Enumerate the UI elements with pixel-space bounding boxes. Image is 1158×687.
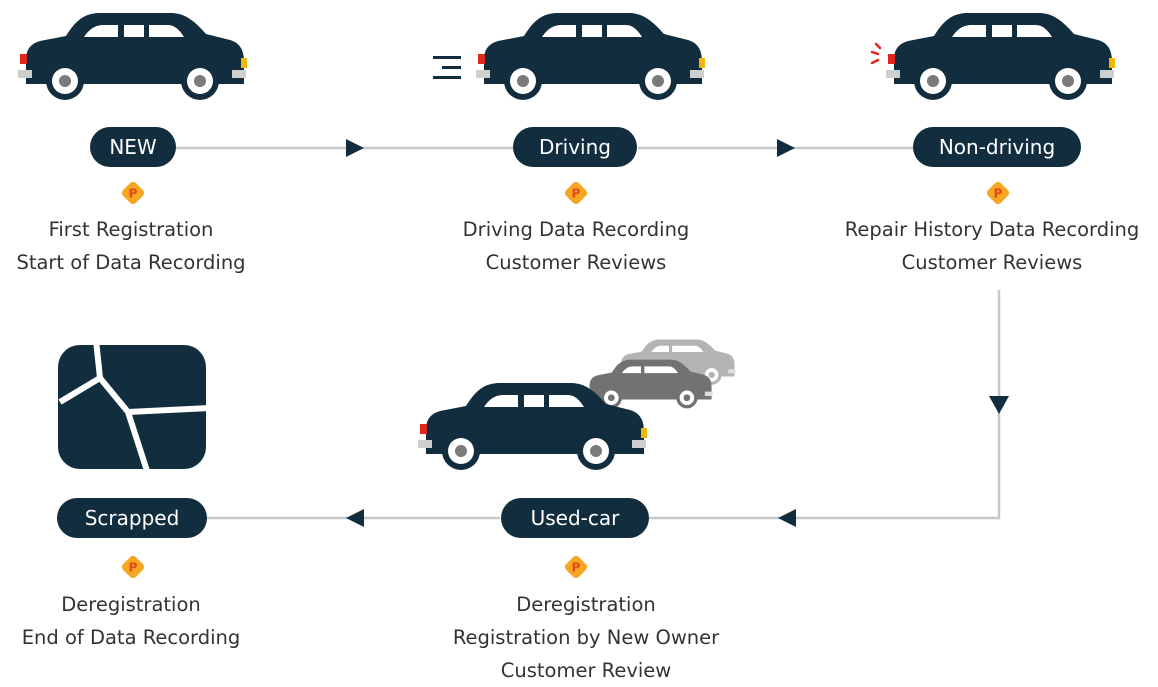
arrow-triangle-icon	[346, 139, 364, 157]
description-line: End of Data Recording	[21, 626, 241, 649]
point-coin-icon: P	[564, 555, 588, 579]
stage-description-driving: Driving Data Recording Customer Reviews	[436, 213, 716, 279]
description-line: Registration by New Owner	[452, 626, 720, 649]
stage-description-new: First Registration Start of Data Recordi…	[0, 213, 262, 279]
flow-arrows	[346, 139, 1009, 527]
stage-pill-driving: Driving	[513, 127, 637, 167]
point-coin-icon: P	[121, 181, 145, 205]
stage-description-scrapped: Deregistration End of Data Recording	[0, 588, 262, 654]
description-line: Driving Data Recording	[462, 218, 690, 241]
stage-description-usedcar: Deregistration Registration by New Owner…	[426, 588, 746, 687]
description-line: Customer Review	[500, 659, 672, 682]
car-icon	[589, 359, 713, 409]
description-line: Deregistration	[61, 593, 201, 616]
stage-pill-usedcar: Used-car	[501, 498, 649, 538]
stage-label: Used-car	[530, 506, 620, 530]
car-icon	[418, 383, 647, 470]
flow-line-nondriving-usedcar	[648, 290, 1001, 520]
car-icon	[18, 13, 247, 100]
scrap-icon	[58, 339, 211, 475]
point-coin-icon: P	[986, 181, 1010, 205]
stage-pill-new: NEW	[90, 127, 176, 167]
warning-flash-icon	[870, 42, 882, 65]
arrow-triangle-icon	[989, 396, 1009, 414]
speed-lines-icon	[433, 56, 461, 79]
svg-text:P: P	[994, 187, 1003, 201]
flow-lines	[175, 146, 1001, 520]
description-line: Repair History Data Recording	[844, 218, 1140, 241]
stage-label: Driving	[539, 135, 611, 159]
stage-label: Non-driving	[938, 135, 1056, 159]
stage-description-nondriving: Repair History Data Recording Customer R…	[826, 213, 1158, 279]
arrow-triangle-icon	[346, 509, 364, 527]
stage-label: Scrapped	[84, 506, 180, 530]
stage-label: NEW	[109, 135, 157, 159]
point-coin-icon: P	[121, 555, 145, 579]
description-line: Customer Reviews	[901, 251, 1083, 274]
stage-pill-scrapped: Scrapped	[57, 498, 207, 538]
description-line: Customer Reviews	[485, 251, 667, 274]
svg-text:P: P	[572, 187, 581, 201]
svg-text:P: P	[129, 187, 138, 201]
arrow-triangle-icon	[778, 509, 796, 527]
svg-text:P: P	[129, 561, 138, 575]
car-icon	[886, 13, 1115, 100]
arrow-triangle-icon	[777, 139, 795, 157]
svg-text:P: P	[572, 561, 581, 575]
point-coin-icon: P	[564, 181, 588, 205]
description-line: Start of Data Recording	[16, 251, 246, 274]
description-line: First Registration	[48, 218, 214, 241]
description-line: Deregistration	[516, 593, 656, 616]
car-icon	[476, 13, 705, 100]
stage-pill-nondriving: Non-driving	[913, 127, 1081, 167]
